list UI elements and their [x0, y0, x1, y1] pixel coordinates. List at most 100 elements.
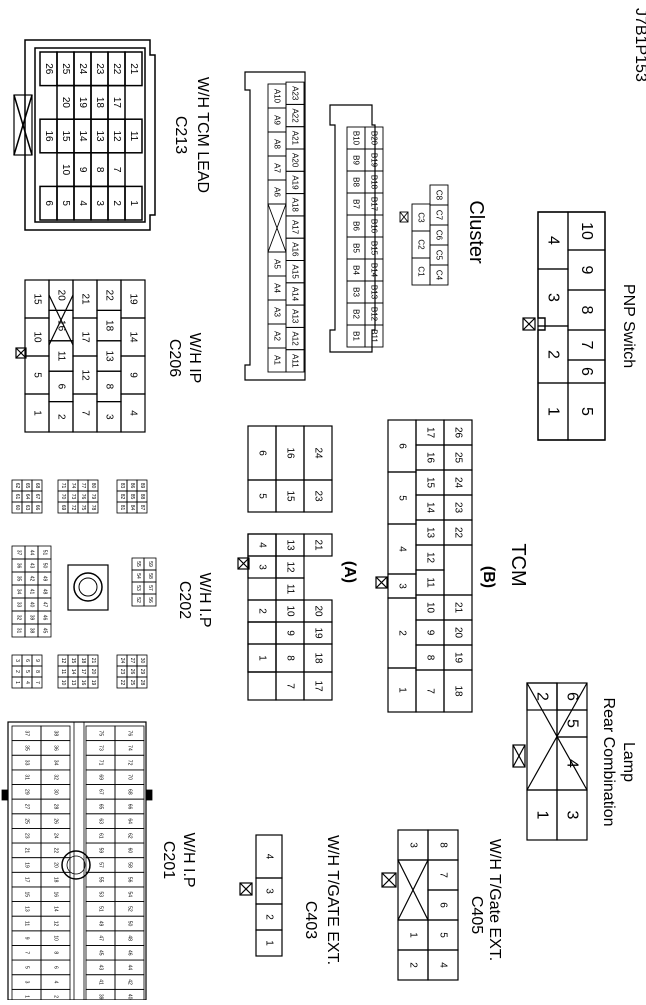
cluster-a-pin-label: A19 [291, 175, 300, 190]
c202-pin-label: 66 [34, 505, 40, 511]
c202-pin-cell [136, 479, 148, 492]
c202-pin-label: 82 [119, 494, 125, 500]
connector-c202: 6061626364656667686970717273747576777879… [11, 479, 157, 689]
c201-pin-label: 15 [24, 891, 30, 897]
c201-pin-label: 2 [53, 995, 59, 998]
c206-pin-label: 6 [56, 384, 67, 390]
cluster-a-pin-label: A17 [291, 220, 300, 235]
c206-pin-label: 5 [32, 372, 43, 378]
c202-pin-label: 65 [24, 483, 30, 489]
c201-pin-label: 24 [53, 833, 59, 839]
tcm-a-pin-label: 15 [285, 490, 296, 502]
c201-pin-label: 27 [24, 804, 30, 810]
c405-pin-label: 2 [408, 962, 419, 968]
tcm-a-pin-cell [247, 533, 277, 601]
c202-pin-label: 19 [90, 680, 96, 686]
tcm-a-pin-label: 21 [313, 539, 324, 551]
rcl-name-line2: Lamp [620, 742, 637, 782]
c206-pin-label: 10 [32, 331, 43, 343]
cluster-c-pin-label: C2 [417, 239, 426, 250]
c201-pin-label: 12 [53, 921, 59, 927]
c202-pin-cell [136, 654, 148, 667]
c202-pin-cell [87, 654, 99, 667]
cluster-a-pin-label: A12 [291, 331, 300, 346]
rcl-pin-label: 2 [534, 692, 551, 701]
c213-pin-cell [124, 51, 143, 87]
c201-pin-label: 20 [53, 862, 59, 868]
c202-pin-label: 85 [129, 494, 135, 500]
c213-pin-label: 1 [128, 200, 139, 206]
cluster-b-pin-cell [364, 126, 384, 150]
tcm-b-pin-label: 15 [425, 477, 436, 489]
c202-pin-label: 76 [80, 494, 86, 500]
tcm-b-pin-cell [443, 669, 473, 713]
c206-pin-label: 4 [128, 410, 139, 416]
c403-pin-cell [255, 834, 283, 879]
pnp-name-label: PNP Switch [620, 284, 637, 368]
c202-pin-label: 12 [60, 658, 66, 664]
c202-pin-label: 5 [24, 670, 30, 673]
c202-pin-cell [31, 654, 43, 667]
c201-pin-label: 39 [98, 994, 104, 1000]
tcm-a-pin-label: 18 [313, 652, 324, 664]
rcl-pin-label: 5 [564, 719, 581, 728]
c213-pin-label: 8 [94, 167, 105, 173]
c202-pin-label: 68 [34, 483, 40, 489]
tcm-b-pin-label: 1 [397, 687, 408, 693]
cluster-a-pin-label: A10 [273, 89, 282, 104]
c213-pin-label: 2 [111, 200, 122, 206]
rcl-pin-label: 1 [534, 811, 551, 820]
cluster-b-pin-label: B2 [352, 309, 361, 319]
c213-pin-label: 24 [77, 63, 88, 75]
cluster-a-pin-label: A11 [291, 354, 300, 368]
tcm-b-pin-label: 19 [453, 652, 464, 664]
tcm-a-pin-label: 1 [257, 655, 268, 661]
c201-pin-label: 10 [53, 935, 59, 941]
pnp-pin-label: 8 [578, 306, 595, 315]
pnp-pin-cell [567, 211, 606, 251]
cluster-b-pin-label: B5 [352, 243, 361, 253]
tcm-b-pin-label: 9 [425, 630, 436, 636]
cluster-name-label: Cluster [465, 200, 487, 264]
c202-pin-cell [37, 545, 52, 560]
c202-pin-label: 11 [60, 669, 66, 674]
c202-pin-label: 88 [139, 494, 145, 500]
c202-pin-label: 36 [16, 563, 22, 569]
c213-pin-label: 10 [60, 164, 71, 176]
c213-name-label: W/H TCM LEAD [194, 77, 211, 193]
cluster-a-pin-label: A9 [273, 115, 282, 125]
c201-pin-label: 50 [127, 921, 133, 927]
c201-pin-label: 72 [127, 760, 133, 766]
c201-pin-label: 52 [127, 906, 133, 912]
pnp-pin-label: 2 [545, 350, 562, 359]
cluster-b-pin-label: B17 [370, 197, 379, 212]
c201-pin-label: 47 [98, 935, 104, 941]
c201-pin-label: 74 [127, 745, 133, 751]
c201-pin-label: 3 [24, 981, 30, 984]
c201-pin-label: 44 [127, 965, 133, 971]
c201-pin-label: 76 [127, 731, 133, 737]
c201-pin-label: 25 [24, 818, 30, 824]
c202-pin-label: 35 [16, 576, 22, 582]
cluster-a-pin-label: A3 [273, 307, 282, 317]
tcm-b-pin-label: 6 [397, 443, 408, 449]
c202-pin-label: 64 [24, 494, 30, 500]
rcl-pin-label: 3 [564, 811, 581, 820]
cluster-b-pin-label: B12 [370, 307, 379, 322]
c213-pin-label: 16 [43, 130, 54, 142]
c202-pin-label: 10 [60, 680, 66, 686]
c213-pin-label: 9 [77, 167, 88, 173]
tcm-a-pin-label: 13 [285, 539, 296, 551]
c405-pin-label: 4 [438, 962, 449, 968]
tcm-b-pin-grid: 6543211716151413121110987262524232221201… [387, 419, 473, 713]
c201-pin-label: 66 [127, 804, 133, 810]
cluster-a-pin-label: A22 [291, 108, 300, 123]
c201-pin-label: 56 [127, 877, 133, 883]
pnp-pin-label: 10 [578, 222, 595, 240]
c403-id-label: C403 [302, 901, 319, 939]
cluster-a-pin-label: A13 [291, 309, 300, 324]
tcm-a-pin-label: 5 [257, 493, 268, 499]
